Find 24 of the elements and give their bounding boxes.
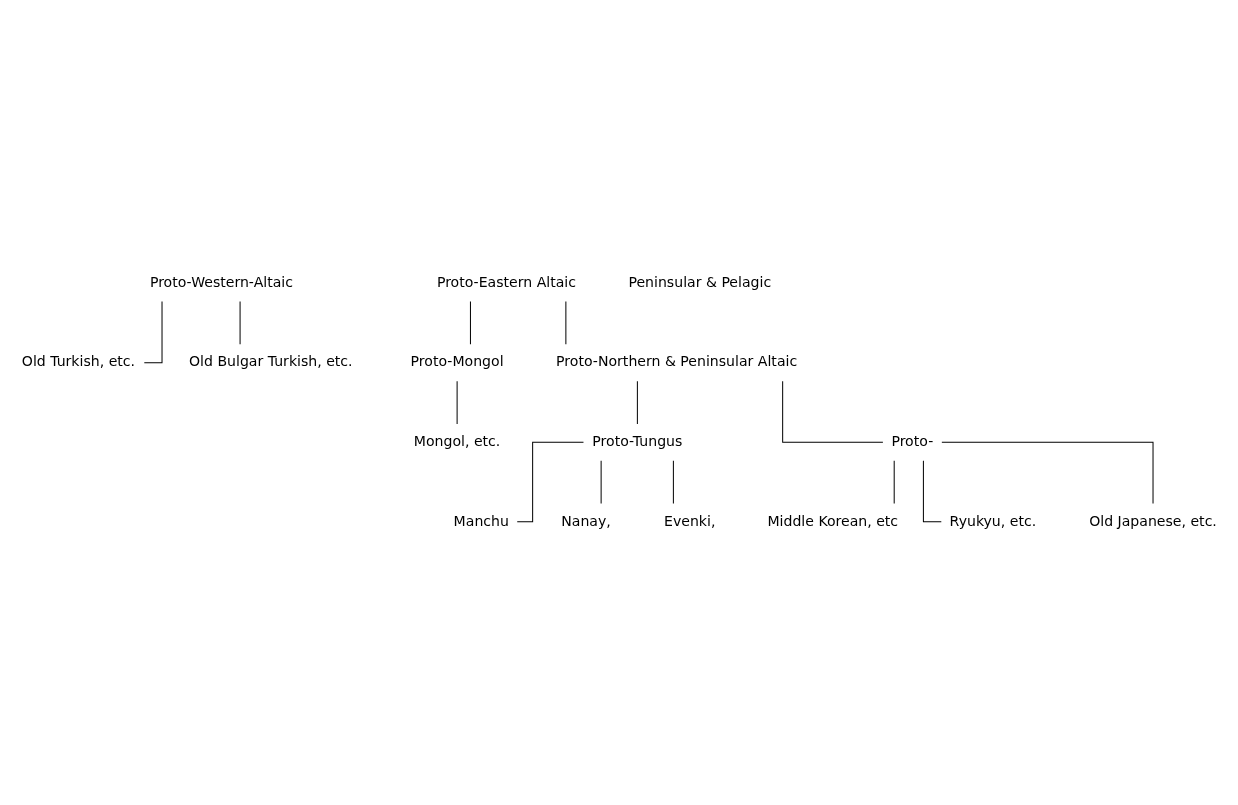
node-text: Middle Korean, etc bbox=[767, 512, 899, 529]
node-text: Old Japanese, etc. bbox=[1089, 512, 1217, 529]
connector bbox=[893, 460, 895, 504]
node-text: Ryukyu, etc. bbox=[949, 512, 1037, 529]
node-text: Manchu bbox=[453, 512, 509, 529]
node-text: Nanay, bbox=[561, 512, 611, 529]
connector bbox=[672, 460, 674, 504]
node-text: Proto-Mongol bbox=[410, 353, 504, 370]
connector bbox=[636, 380, 638, 425]
label: Peninsular & Pelagic bbox=[628, 273, 772, 290]
node-text: Proto-Tungus bbox=[592, 433, 683, 450]
node-text: Proto-Northern & Peninsular Altaic bbox=[556, 353, 798, 370]
node-text: Proto-Western-Altaic bbox=[149, 273, 293, 290]
connector bbox=[782, 380, 884, 443]
connector bbox=[469, 301, 471, 345]
node-text: Proto- bbox=[891, 433, 934, 450]
node-text: Evenki, bbox=[664, 512, 716, 529]
node-text: Proto-Eastern Altaic bbox=[436, 273, 577, 290]
node-text: Old Turkish, etc. bbox=[21, 353, 136, 370]
node-text: Mongol, etc. bbox=[413, 433, 501, 450]
connector bbox=[922, 460, 942, 523]
connector bbox=[941, 441, 1154, 504]
connector bbox=[143, 301, 163, 364]
node-text: Old Bulgar Turkish, etc. bbox=[189, 353, 353, 370]
